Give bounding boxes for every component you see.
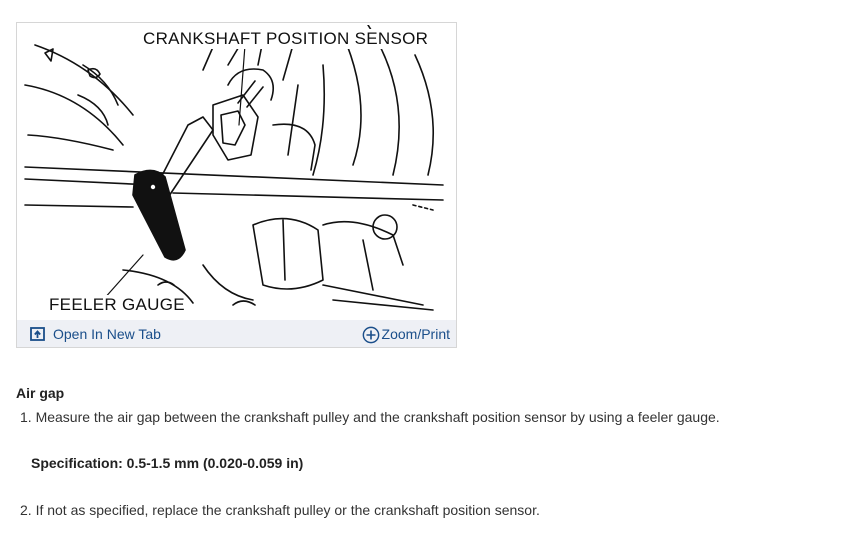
section-title: Air gap	[16, 385, 65, 401]
open-in-new-tab-button[interactable]: Open In New Tab	[29, 320, 161, 347]
open-in-new-tab-icon	[29, 325, 47, 343]
specification-text: Specification: 0.5-1.5 mm (0.020-0.059 i…	[31, 455, 304, 471]
diagram-drawing	[24, 25, 444, 311]
label-feeler-gauge: FEELER GAUGE	[49, 295, 185, 315]
zoom-plus-icon	[362, 325, 380, 343]
figure-card: CRANKSHAFT POSITION SENSOR FEELER GAUGE …	[16, 22, 457, 348]
procedure-step-2: 2. If not as specified, replace the cran…	[20, 502, 540, 518]
label-crankshaft-position-sensor: CRANKSHAFT POSITION SENSOR	[143, 29, 429, 49]
zoom-print-label: Zoom/Print	[381, 325, 450, 342]
procedure-step-1: 1. Measure the air gap between the crank…	[20, 409, 720, 425]
zoom-print-button[interactable]: Zoom/Print	[362, 320, 450, 347]
open-in-new-tab-label: Open In New Tab	[53, 325, 161, 342]
crankshaft-sensor-diagram: CRANKSHAFT POSITION SENSOR FEELER GAUGE	[23, 25, 451, 315]
figure-toolbar: Open In New Tab Zoom/Print	[17, 320, 456, 347]
